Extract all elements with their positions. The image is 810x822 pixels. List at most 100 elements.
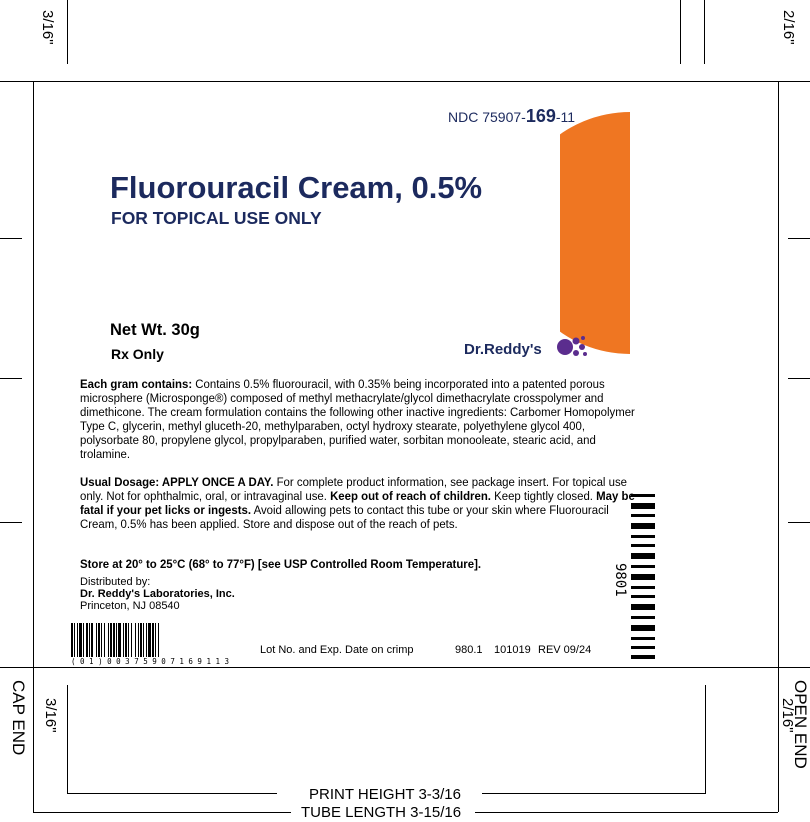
barcode-bar bbox=[116, 623, 117, 657]
barcode-bar bbox=[83, 623, 84, 657]
ndc-number: NDC 75907-169-11 bbox=[448, 106, 575, 127]
print-height-line-left bbox=[67, 793, 277, 794]
top-trim-line bbox=[0, 81, 810, 82]
barcode-bar bbox=[131, 623, 132, 657]
pet-warning: May be fatal if your pet licks or ingest… bbox=[80, 489, 635, 517]
orange-half-circle bbox=[560, 112, 630, 354]
pharmacode-bar bbox=[631, 616, 655, 619]
top-left-dimension: 3/16" bbox=[39, 10, 56, 45]
bottom-left-guide bbox=[67, 685, 68, 793]
net-weight: Net Wt. 30g bbox=[110, 321, 200, 339]
pharmacode-bar bbox=[631, 565, 655, 568]
route-of-administration: FOR TOPICAL USE ONLY bbox=[111, 208, 322, 228]
revision-date: REV 09/24 bbox=[538, 644, 592, 656]
bottom-trim-line bbox=[0, 667, 810, 668]
pharmacode-bar bbox=[631, 625, 655, 631]
barcode-bar bbox=[143, 623, 144, 657]
tick-mark bbox=[0, 238, 22, 239]
barcode-bar bbox=[108, 623, 109, 657]
dosage-text: Keep tightly closed. bbox=[490, 489, 597, 503]
top-right-guide-1 bbox=[680, 0, 681, 64]
pharmacode-bar bbox=[631, 544, 655, 547]
barcode-bar bbox=[123, 623, 124, 657]
top-left-guide bbox=[67, 0, 68, 64]
storage-statement: Store at 20° to 25°C (68° to 77°F) [see … bbox=[80, 557, 482, 571]
barcode-bar bbox=[128, 623, 129, 657]
barcode-bar bbox=[135, 623, 136, 657]
tick-mark bbox=[788, 238, 810, 239]
right-frame-line bbox=[778, 81, 779, 812]
pharmacode-bar bbox=[631, 503, 655, 509]
tube-length-line-left bbox=[33, 812, 291, 813]
dosage-text: Avoid allowing pets to contact this tube… bbox=[80, 503, 609, 531]
dosage-text: For complete product information, see pa… bbox=[80, 475, 627, 503]
item-code: 980.1 bbox=[455, 644, 483, 656]
barcode-bar bbox=[146, 623, 147, 657]
ndc-suffix: -11 bbox=[555, 109, 576, 125]
pharmacode-bar bbox=[631, 514, 655, 517]
distributed-by-label: Distributed by: bbox=[80, 576, 151, 588]
barcode-bar bbox=[155, 623, 156, 657]
barcode-bar bbox=[101, 623, 102, 657]
tick-mark bbox=[788, 378, 810, 379]
pharmacode-bar bbox=[631, 646, 655, 649]
lot-exp-note: Lot No. and Exp. Date on crimp bbox=[260, 644, 414, 656]
pharmacode-bar bbox=[631, 523, 655, 529]
barcode-bar bbox=[152, 623, 154, 657]
cap-end-label: CAP END bbox=[9, 680, 28, 756]
upc-barcode bbox=[71, 623, 159, 657]
artwork-code: 101019 bbox=[494, 644, 531, 656]
top-right-dimension: 2/16" bbox=[780, 10, 797, 45]
distributor-address: Princeton, NJ 08540 bbox=[80, 600, 180, 612]
barcode-bar bbox=[148, 623, 151, 657]
pharmacode-bar bbox=[631, 604, 655, 610]
composition-heading: Each gram contains: bbox=[80, 377, 193, 391]
barcode-bar bbox=[91, 623, 93, 657]
pharmacode-bar bbox=[631, 586, 655, 589]
barcode-bar bbox=[74, 623, 75, 657]
barcode-bar bbox=[140, 623, 142, 657]
tube-length-line-right bbox=[475, 812, 778, 813]
barcode-number: ( 0 1 ) 0 0 3 7 5 9 0 7 1 6 9 1 1 3 bbox=[71, 657, 230, 666]
barcode-bar bbox=[71, 623, 73, 657]
barcode-bar bbox=[158, 623, 159, 657]
pharmacode-bar bbox=[631, 553, 655, 559]
dosage-heading: Usual Dosage: APPLY ONCE A DAY. bbox=[80, 475, 274, 489]
pharmacode-bar bbox=[631, 494, 655, 497]
composition-text: Contains 0.5% fluorouracil, with 0.35% b… bbox=[80, 377, 635, 461]
left-frame-line bbox=[33, 81, 34, 812]
brand-logo-icon bbox=[557, 336, 587, 356]
tick-mark bbox=[0, 378, 22, 379]
barcode-bar bbox=[110, 623, 112, 657]
dosage-paragraph: Usual Dosage: APPLY ONCE A DAY. For comp… bbox=[80, 475, 637, 531]
barcode-bar bbox=[89, 623, 90, 657]
tick-mark bbox=[788, 522, 810, 523]
barcode-bar bbox=[96, 623, 97, 657]
bottom-right-guide bbox=[705, 685, 706, 793]
barcode-bar bbox=[125, 623, 127, 657]
vertical-pharmacode-barcode bbox=[631, 494, 655, 659]
barcode-bar bbox=[104, 623, 105, 657]
barcode-bar bbox=[79, 623, 82, 657]
children-warning: Keep out of reach of children. bbox=[330, 489, 491, 503]
product-name: Fluorouracil Cream, 0.5% bbox=[110, 170, 483, 205]
pharmacode-bar bbox=[631, 655, 655, 659]
rx-only: Rx Only bbox=[111, 346, 164, 362]
composition-paragraph: Each gram contains: Contains 0.5% fluoro… bbox=[80, 377, 637, 461]
print-height-line-right bbox=[482, 793, 706, 794]
tick-mark bbox=[0, 522, 22, 523]
barcode-bar bbox=[98, 623, 100, 657]
distributor-name: Dr. Reddy's Laboratories, Inc. bbox=[80, 588, 235, 600]
ndc-prefix: NDC 75907- bbox=[448, 109, 526, 125]
top-right-guide-2 bbox=[704, 0, 705, 64]
barcode-bar bbox=[113, 623, 115, 657]
brand-logo-text: Dr.Reddy's bbox=[464, 341, 542, 358]
barcode-bar bbox=[77, 623, 78, 657]
pharmacode-bar bbox=[631, 535, 655, 538]
print-height-label: PRINT HEIGHT 3-3/16 bbox=[309, 786, 461, 803]
bottom-left-dimension: 3/16" bbox=[42, 698, 59, 733]
pharmacode-bar bbox=[631, 637, 655, 640]
pharmacode-bar bbox=[631, 595, 655, 598]
ndc-product-code: 169 bbox=[525, 106, 556, 126]
barcode-bar bbox=[118, 623, 121, 657]
